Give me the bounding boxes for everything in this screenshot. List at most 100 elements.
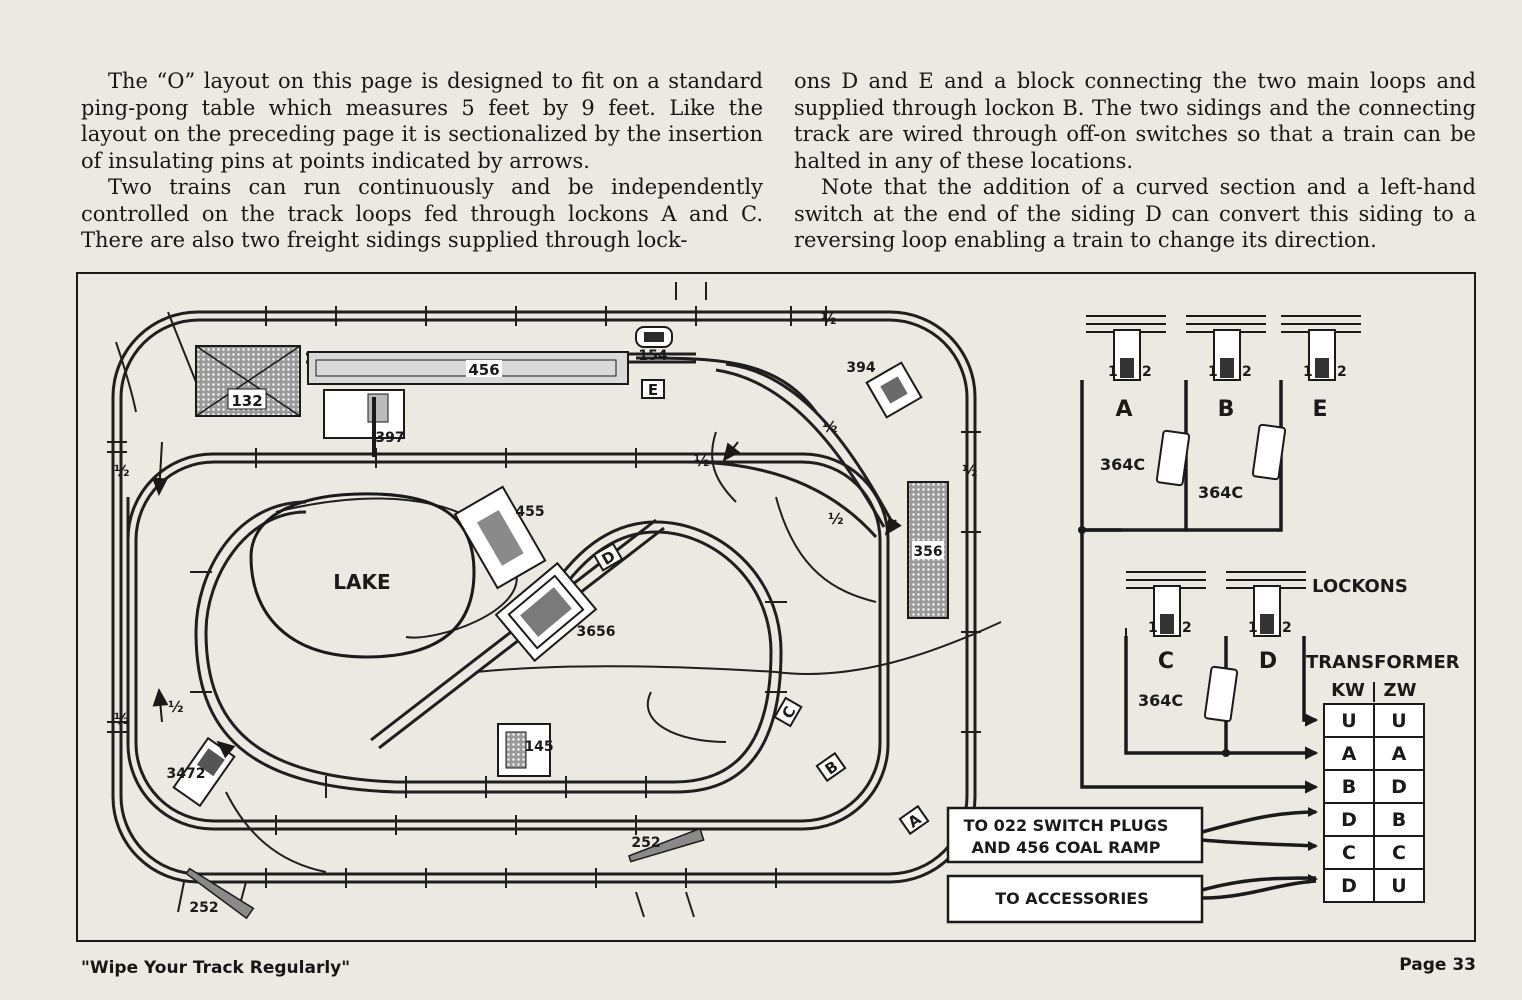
lockon-label-D: D	[1259, 649, 1277, 674]
terminal-label: 1	[1148, 620, 1158, 636]
insulating-pin-arrows	[151, 441, 902, 759]
half-section-label: ½	[822, 418, 838, 436]
wiring-diagram: 1 2 1 2 1 2 1 2 1 2 A B E C D LOCKONS TR…	[946, 315, 1460, 924]
kw-terminal: B	[1342, 776, 1356, 798]
zw-terminal: U	[1391, 710, 1406, 732]
column-header-zw: ZW	[1384, 680, 1417, 701]
terminal-cell	[1373, 703, 1425, 738]
footer-motto: "Wipe Your Track Regularly"	[81, 958, 351, 978]
kw-terminal: D	[1341, 875, 1357, 897]
lockon-label-B: B	[1218, 397, 1235, 422]
label-3472: 3472	[167, 766, 206, 782]
box-line: AND 456 COAL RAMP	[971, 838, 1160, 857]
label-455: 455	[515, 504, 544, 520]
label-394: 394	[846, 360, 875, 376]
terminal-label: 1	[1108, 364, 1118, 380]
label-456: 456	[468, 361, 499, 379]
paragraph: The “O” layout on this page is designed …	[81, 69, 763, 173]
lockon-tag-E: E	[641, 379, 665, 399]
lockon-tag-C: C	[773, 696, 803, 728]
box-line: TO 022 SWITCH PLUGS	[964, 816, 1169, 835]
terminal-label: 1	[1208, 364, 1218, 380]
lockon-tag-A: A	[898, 804, 930, 836]
lockons-label: LOCKONS	[1312, 576, 1408, 597]
paragraph: ons D and E and a block connecting the t…	[794, 69, 1476, 173]
transformer-label: TRANSFORMER	[1306, 652, 1460, 673]
lake-outline	[249, 492, 476, 659]
half-section-label: ½	[114, 462, 130, 480]
half-section-label: ½	[694, 452, 710, 470]
text-column-right: ons D and E and a block connecting the t…	[794, 68, 1476, 254]
figure-frame	[76, 272, 1476, 942]
terminal-cell	[1373, 769, 1425, 804]
switch-label: 364C	[1138, 691, 1183, 710]
svg-text:E: E	[648, 381, 658, 399]
terminal-label: 1	[1303, 364, 1313, 380]
outer-track-rail	[119, 318, 969, 876]
connecting-track	[685, 460, 878, 538]
layout-diagram: LAKE 132 456 154 397 394 455 356 3656 14…	[76, 272, 1476, 942]
label-132: 132	[231, 392, 262, 410]
zw-terminal: A	[1392, 743, 1407, 765]
half-section-label: ½	[168, 698, 184, 716]
column-header-kw: KW	[1331, 680, 1365, 701]
terminal-label: 2	[1142, 364, 1152, 380]
lockon-tag-B: B	[815, 751, 847, 783]
zw-terminal: C	[1392, 842, 1406, 864]
terminal-label: 2	[1182, 620, 1192, 636]
half-section-label: ½	[114, 710, 130, 728]
accessories-box	[946, 874, 1204, 924]
kw-terminal: U	[1341, 710, 1356, 732]
label-154: 154	[638, 348, 667, 364]
page-number: Page 33	[1399, 955, 1476, 975]
kw-terminal: A	[1342, 743, 1357, 765]
accessory-252	[185, 867, 255, 920]
label-397: 397	[375, 430, 404, 446]
label-3656: 3656	[577, 624, 616, 640]
lake-label: LAKE	[333, 570, 390, 594]
lockon-label-E: E	[1312, 397, 1327, 422]
label-356: 356	[913, 544, 942, 560]
box-line: TO ACCESSORIES	[995, 889, 1149, 908]
connecting-track	[715, 368, 886, 528]
zw-terminal: U	[1391, 875, 1406, 897]
switch-plugs-box	[946, 806, 1204, 864]
terminal-label: 1	[1248, 620, 1258, 636]
kw-terminal: D	[1341, 809, 1357, 831]
paragraph: Two trains can run continuously and be i…	[81, 175, 763, 252]
terminal-cell	[1373, 802, 1425, 837]
half-section-label: ½	[821, 310, 837, 328]
inner-track-rail	[204, 510, 773, 784]
accessory-252	[627, 827, 705, 863]
lockon-label-A: A	[1115, 397, 1132, 422]
paragraph: Note that the addition of a curved secti…	[794, 175, 1476, 252]
label-252: 252	[189, 900, 218, 916]
terminal-cell	[1323, 835, 1375, 870]
terminal-label: 2	[1337, 364, 1347, 380]
terminal-label: 2	[1282, 620, 1292, 636]
terminal-cell	[1323, 802, 1375, 837]
accessory-3656	[494, 561, 598, 663]
terminal-label: 2	[1242, 364, 1252, 380]
terminal-cell	[1323, 769, 1375, 804]
lockon-tag-D: D	[592, 542, 624, 572]
middle-track-rail	[134, 460, 882, 823]
switch-label: 364C	[1198, 483, 1243, 502]
accessory-397	[323, 389, 405, 439]
kw-terminal: C	[1342, 842, 1356, 864]
switch-364c	[1155, 423, 1287, 723]
terminal-cell	[1373, 736, 1425, 771]
half-section-label: ½	[962, 462, 978, 480]
terminal-cell	[1373, 868, 1425, 903]
label-252: 252	[631, 835, 660, 851]
accessory-455	[453, 485, 547, 590]
switch-label: 364C	[1100, 455, 1145, 474]
siding-rail	[635, 356, 818, 413]
label-145: 145	[524, 739, 553, 755]
lockon-label-C: C	[1158, 649, 1174, 674]
text-column-left: The “O” layout on this page is designed …	[81, 68, 763, 254]
zw-terminal: D	[1391, 776, 1407, 798]
connecting-track	[725, 362, 894, 523]
outer-track-rail	[111, 310, 977, 884]
